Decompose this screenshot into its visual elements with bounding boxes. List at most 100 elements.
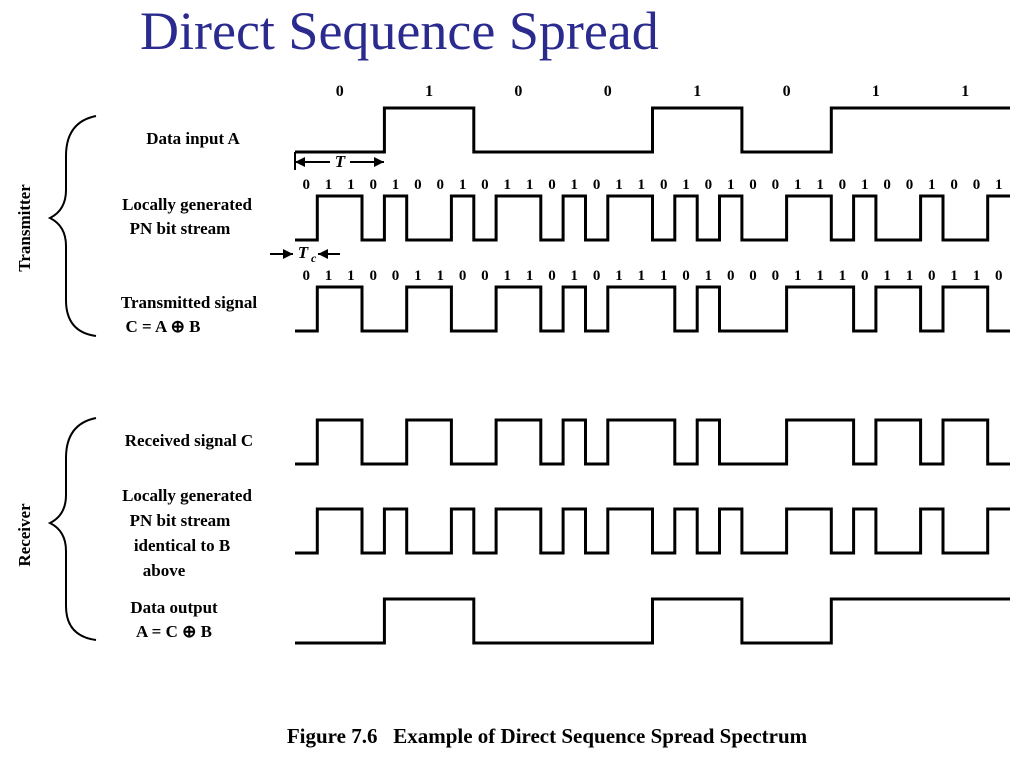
data-bit-label: 0 [783,83,791,100]
tx-bit-label: 0 [861,268,869,284]
pn-rx-label-line1: Locally generated [122,486,252,505]
tx-bit-label: 1 [504,268,512,284]
pn-bit-label: 0 [302,177,310,193]
data-input-label: Data input A [146,129,240,148]
receiver-brace [47,417,97,641]
tx-bit-label: 0 [302,268,310,284]
pn-bit-label: 1 [615,177,623,193]
tx-bit-label: 1 [615,268,623,284]
pn-bit-label: 0 [660,177,668,193]
pn-rx-label-line4: above [143,561,186,580]
pn-bit-label: 1 [347,177,355,193]
pn-bit-label: 0 [369,177,377,193]
data-bit-label: 1 [872,83,880,100]
pn-tx-label-line1: Locally generated [122,195,252,214]
transmitter-label: Transmitter [15,184,34,272]
pn-rx-waveform [295,507,1010,555]
tx-bit-label: 1 [973,268,981,284]
pn-bit-label: 1 [928,177,936,193]
tx-bit-label: 0 [392,268,400,284]
tx-bit-label: 1 [705,268,713,284]
tx-bit-label: 0 [682,268,690,284]
figure-caption: Figure 7.6 Example of Direct Sequence Sp… [287,724,808,748]
pn-bit-label: 0 [950,177,958,193]
chip-period-marker: T c [270,243,340,265]
pn-rx-label-line2: PN bit stream [130,511,231,530]
data-output-label-line1: Data output [130,598,218,617]
tx-bit-label: 1 [436,268,444,284]
tx-bit-label: 0 [481,268,489,284]
pn-bit-label: 0 [906,177,914,193]
tx-bit-label: 1 [660,268,668,284]
slide-title: Direct Sequence Spread [140,1,659,61]
pn-rx-label-line3: identical to B [134,536,230,555]
rx-signal-waveform [295,418,1010,466]
receiver-label: Receiver [15,503,34,567]
tx-bit-label: 0 [928,268,936,284]
pn-bit-label: 0 [705,177,713,193]
pn-bit-label: 1 [816,177,824,193]
data-input-waveform [295,106,1010,154]
tx-bit-label: 0 [727,268,735,284]
tx-bit-label: 1 [794,268,802,284]
tx-signal-label-line2: C = A ⊕ B [126,317,201,336]
pn-bit-label: 0 [973,177,981,193]
pn-tx-label-line2: PN bit stream [130,219,231,238]
transmitter-brace [47,115,97,337]
pn-bit-label: 0 [839,177,847,193]
pn-bit-label: 0 [593,177,601,193]
data-bit-label: 1 [961,83,969,100]
pn-bit-label: 1 [526,177,534,193]
pn-bit-label: 0 [772,177,780,193]
tx-bit-label: 1 [816,268,824,284]
pn-bit-label: 0 [883,177,891,193]
pn-bit-label: 1 [459,177,467,193]
tx-bit-label: 1 [883,268,891,284]
tx-bit-label: 1 [839,268,847,284]
tx-signal-label-line1: Transmitted signal [121,293,257,312]
data-bit-label: 0 [336,83,344,100]
pn-bit-label: 0 [749,177,757,193]
pn-bit-label: 1 [504,177,512,193]
bit-period-marker: T [294,152,384,171]
data-bit-label: 1 [425,83,433,100]
rx-signal-label: Received signal C [125,431,253,450]
tx-bit-label: 0 [749,268,757,284]
pn-bit-label: 1 [638,177,646,193]
tx-bit-label: 1 [325,268,333,284]
tx-bit-label: 1 [950,268,958,284]
chip-period-label: T [298,243,309,262]
pn-tx-waveform [295,194,1010,242]
tx-bit-label: 1 [638,268,646,284]
pn-bit-label: 1 [571,177,579,193]
pn-bit-label: 1 [727,177,735,193]
tx-bit-label: 1 [571,268,579,284]
tx-bit-label: 1 [906,268,914,284]
tx-bit-label: 1 [414,268,422,284]
tx-bit-label: 1 [347,268,355,284]
pn-bit-label: 0 [548,177,556,193]
data-bit-label: 0 [514,83,522,100]
pn-bit-label: 1 [682,177,690,193]
tx-bit-label: 0 [995,268,1003,284]
pn-bit-label: 0 [414,177,422,193]
data-output-waveform [295,597,1010,645]
pn-bit-label: 1 [325,177,333,193]
pn-bit-label: 0 [436,177,444,193]
tx-bit-label: 0 [593,268,601,284]
pn-bit-label: 1 [392,177,400,193]
data-bit-label: 1 [693,83,701,100]
tx-bit-label: 0 [459,268,467,284]
pn-bit-label: 1 [861,177,869,193]
pn-bit-label: 1 [995,177,1003,193]
pn-bit-label: 1 [794,177,802,193]
bit-period-label: T [335,152,346,171]
pn-bit-label: 0 [481,177,489,193]
tx-bit-label: 1 [526,268,534,284]
tx-bit-label: 0 [548,268,556,284]
data-bit-label: 0 [604,83,612,100]
data-output-label-line2: A = C ⊕ B [136,622,212,641]
